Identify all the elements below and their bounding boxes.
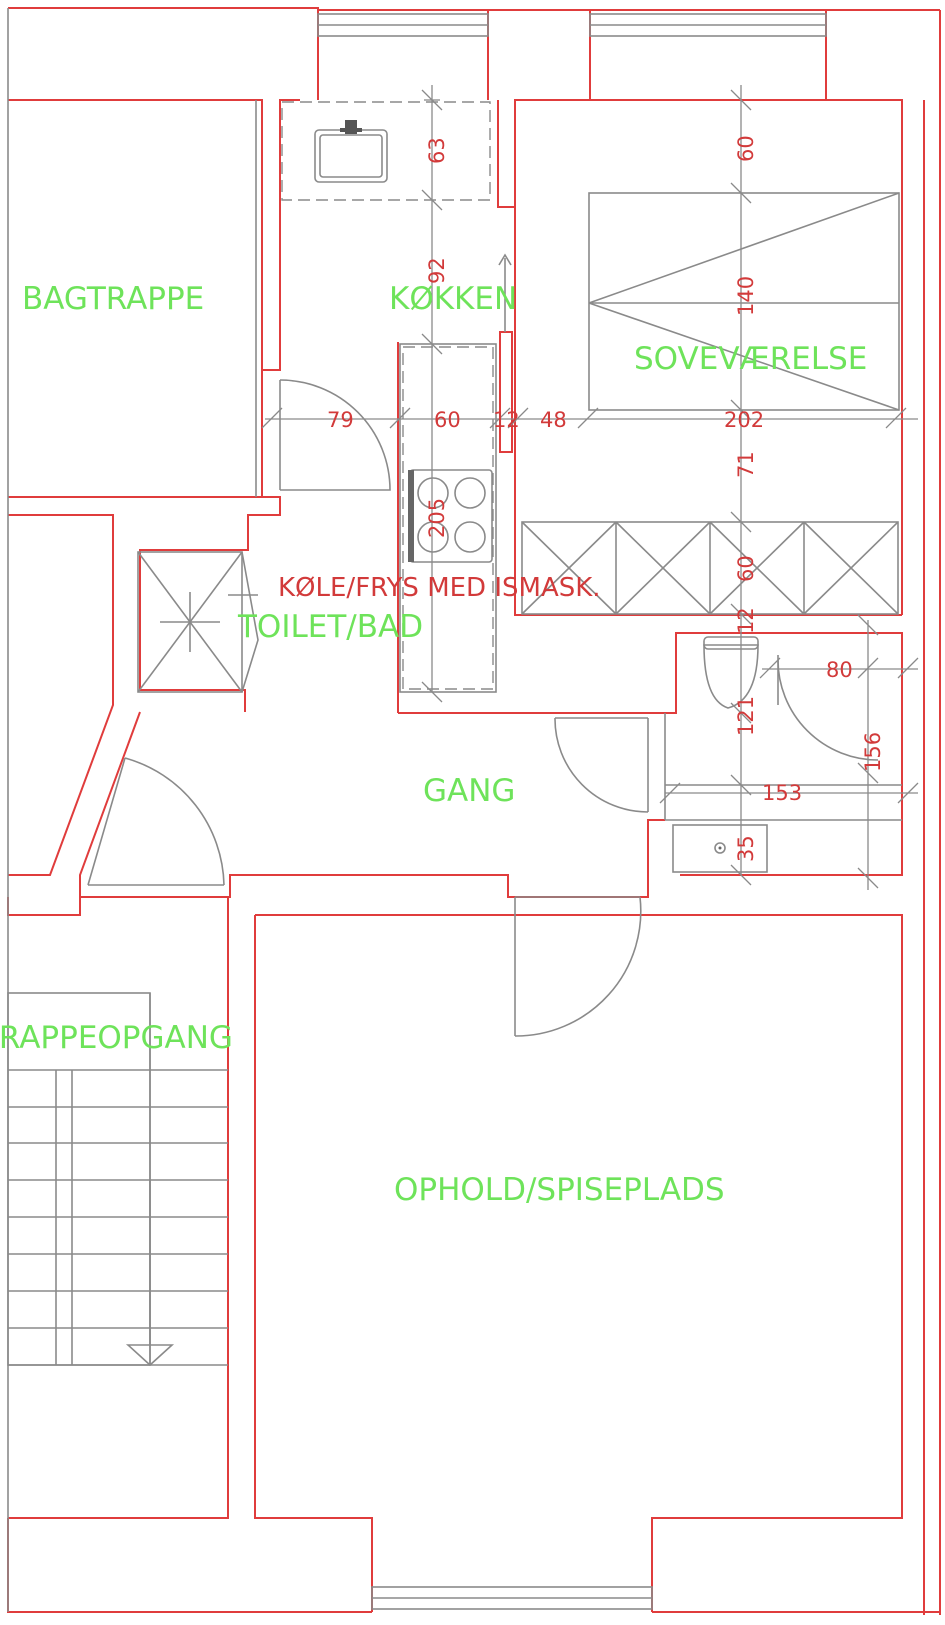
dim-60-top: 60 — [734, 135, 758, 162]
room-label-gang: GANG — [423, 773, 515, 809]
dim-71: 71 — [734, 451, 758, 478]
dim-63: 63 — [425, 137, 449, 164]
fridge-note: KØLE/FRYS MED ISMASK. — [278, 573, 601, 603]
doors — [87, 379, 649, 1037]
room-label-kokken: KØKKEN — [389, 281, 517, 317]
shower-fixture — [137, 551, 259, 693]
room-labels: BAGTRAPPE KØKKEN SOVEVÆRELSE TOILET/BAD … — [0, 281, 867, 1208]
room-label-bagtrappe: BAGTRAPPE — [22, 281, 204, 317]
dim-12-mid: 12 — [493, 408, 520, 432]
dim-80: 80 — [826, 658, 853, 682]
dim-60-mid: 60 — [434, 408, 461, 432]
dim-205: 205 — [425, 498, 449, 538]
dim-140: 140 — [734, 276, 758, 316]
dim-48: 48 — [540, 408, 567, 432]
dim-60-low: 60 — [734, 555, 758, 582]
washbasin-icon — [672, 824, 768, 873]
dimension-lines — [261, 85, 919, 890]
dim-12-low: 12 — [734, 607, 758, 634]
kitchen-fixtures — [281, 101, 513, 693]
dim-35: 35 — [734, 835, 758, 862]
toilet-icon — [703, 636, 759, 709]
hob-icon — [408, 469, 493, 563]
bathroom-fixtures — [664, 636, 902, 873]
room-label-ophold-spiseplads: OPHOLD/SPISEPLADS — [394, 1172, 725, 1208]
dim-121: 121 — [734, 696, 758, 736]
staircase — [7, 992, 228, 1367]
room-label-sovevaerelse: SOVEVÆRELSE — [634, 341, 867, 377]
dim-156: 156 — [861, 732, 885, 772]
dim-153: 153 — [762, 781, 802, 805]
kitchen-sink-icon — [314, 120, 388, 183]
dim-92: 92 — [425, 257, 449, 284]
room-label-toilet-bad: TOILET/BAD — [237, 609, 423, 645]
room-label-trappeopgang: TRAPPEOPGANG — [0, 1020, 233, 1056]
dimension-texts: 63 60 92 140 79 60 12 48 202 71 205 60 1… — [327, 135, 885, 862]
dim-79: 79 — [327, 408, 354, 432]
windows — [7, 8, 827, 1612]
bedroom-fixtures — [521, 192, 900, 615]
walls — [7, 7, 941, 1615]
dim-202: 202 — [724, 408, 764, 432]
